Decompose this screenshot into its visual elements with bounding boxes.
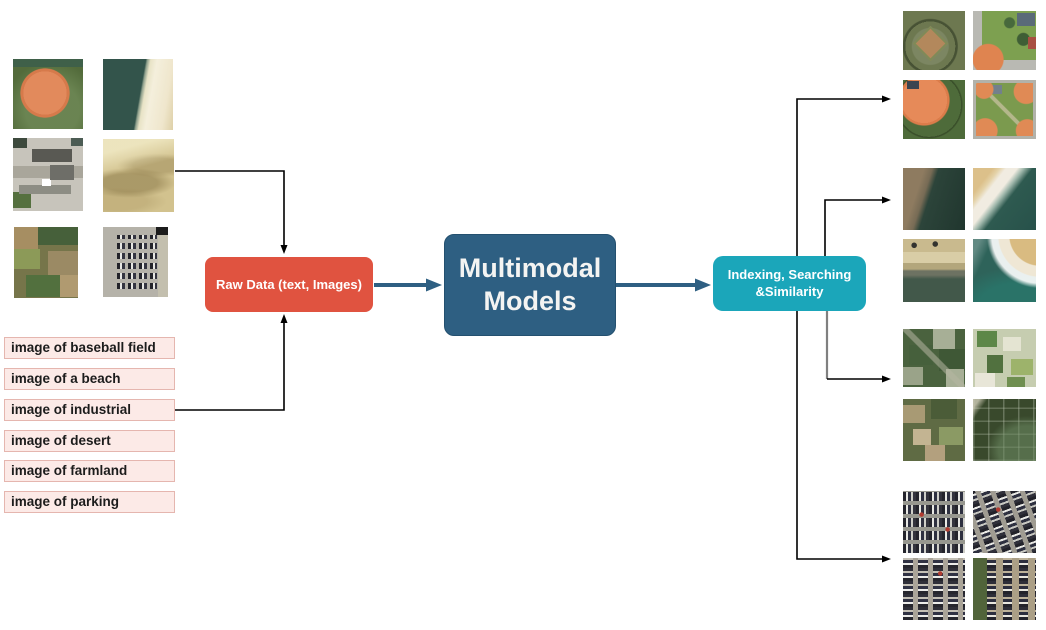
result-thumb-parking-1 <box>903 491 965 553</box>
prompt-label-baseball-field: image of baseball field <box>4 337 175 359</box>
prompt-label-parking: image of parking <box>4 491 175 513</box>
raw-data-box: Raw Data (text, Images) <box>205 257 373 312</box>
query-thumb-desert <box>103 139 174 212</box>
query-thumb-farmland <box>14 227 78 298</box>
result-thumb-parking-2 <box>973 491 1036 553</box>
result-thumb-farmland-4 <box>973 399 1036 461</box>
result-thumb-farmland-3 <box>903 399 965 461</box>
multimodal-models-box: Multimodal Models <box>444 234 616 336</box>
indexing-searching-label-line2: &Similarity <box>755 283 824 299</box>
result-thumb-beach-4 <box>973 239 1036 302</box>
connector-index-to-parking-results <box>796 311 891 563</box>
prompt-label-farmland: image of farmland <box>4 460 175 482</box>
result-thumb-beach-1 <box>903 168 965 230</box>
prompt-label-beach: image of a beach <box>4 368 175 390</box>
raw-data-box-label: Raw Data (text, Images) <box>216 277 362 292</box>
query-thumb-beach <box>103 59 173 130</box>
result-thumb-parking-3 <box>903 558 965 620</box>
result-thumb-beach-2 <box>973 168 1036 230</box>
connector-desert-to-rawdata <box>175 170 288 254</box>
query-thumb-baseball-field <box>13 59 83 129</box>
prompt-label-industrial: image of industrial <box>4 399 175 421</box>
query-thumb-parking <box>103 227 168 297</box>
result-thumb-baseball-1 <box>903 11 965 70</box>
result-thumb-farmland-1 <box>903 329 965 387</box>
indexing-searching-box: Indexing, Searching &Similarity <box>713 256 866 311</box>
result-thumb-baseball-3 <box>903 80 965 139</box>
prompt-label-desert: image of desert <box>4 430 175 452</box>
connector-index-to-baseball-results <box>796 95 891 256</box>
query-thumb-industrial <box>13 138 83 211</box>
result-thumb-parking-4 <box>973 558 1036 620</box>
result-thumb-baseball-4 <box>973 80 1036 139</box>
connector-index-to-beach-results <box>824 196 891 256</box>
indexing-searching-label-line1: Indexing, Searching <box>727 266 852 282</box>
connector-industrial-label-to-rawdata <box>175 314 288 411</box>
result-thumb-beach-3 <box>903 239 965 302</box>
multimodal-models-label-line2: Models <box>483 286 577 316</box>
result-thumb-baseball-2 <box>973 11 1036 70</box>
multimodal-models-label-line1: Multimodal <box>458 253 602 284</box>
result-thumb-farmland-2 <box>973 329 1036 387</box>
